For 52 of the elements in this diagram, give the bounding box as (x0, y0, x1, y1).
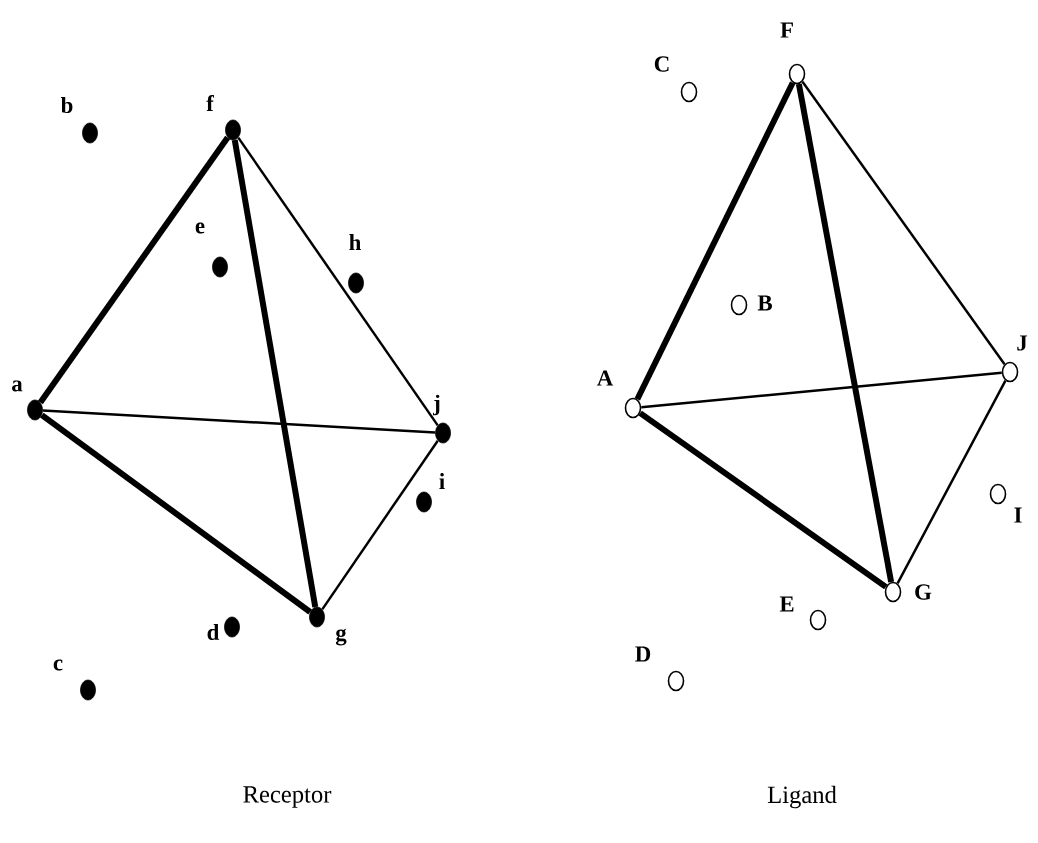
point-label: J (1017, 335, 1028, 351)
filled-dot (212, 256, 228, 278)
point-label: E (779, 596, 794, 612)
line (40, 412, 312, 615)
point-label: i (439, 473, 445, 489)
point-label: g (335, 628, 347, 646)
open-circle (809, 609, 827, 631)
line (231, 139, 319, 608)
filled-dot (27, 399, 43, 421)
line (795, 83, 895, 583)
point-label: B (757, 295, 772, 311)
point-label: C (654, 56, 669, 72)
filled-dot (435, 422, 451, 444)
open-circle (788, 63, 806, 85)
open-circle (680, 81, 698, 103)
open-circle (624, 397, 642, 419)
filled-dot (348, 272, 364, 294)
open-circle (989, 483, 1007, 505)
point-label: D (635, 646, 651, 662)
line (321, 440, 439, 610)
caption: Ligand (767, 785, 837, 809)
point-label: h (349, 234, 362, 250)
point-label: a (12, 380, 23, 392)
open-circle (667, 670, 685, 692)
filled-dot (224, 616, 240, 638)
line (641, 371, 1002, 409)
point-label: f (206, 94, 215, 112)
line (896, 380, 1007, 584)
point-label: b (60, 96, 73, 114)
line (42, 409, 436, 434)
point-label: c (53, 659, 63, 671)
filled-dot (309, 606, 325, 628)
point-label: I (1014, 507, 1022, 523)
point-label: G (915, 584, 932, 600)
point-label: F (780, 22, 793, 38)
open-circle (730, 294, 748, 316)
filled-dot (80, 679, 96, 701)
line (37, 135, 231, 405)
line (638, 410, 888, 590)
caption: Receptor (243, 786, 332, 808)
point-label: d (207, 623, 220, 641)
line (801, 81, 1006, 366)
line (634, 81, 796, 401)
point-label: e (195, 222, 205, 234)
point-label: A (597, 370, 614, 386)
filled-dot (225, 119, 241, 141)
point-label: j (433, 394, 440, 416)
open-circle (884, 581, 902, 603)
filled-dot (82, 122, 98, 144)
line (237, 136, 439, 427)
open-circle (1001, 361, 1019, 383)
filled-dot (416, 491, 432, 513)
